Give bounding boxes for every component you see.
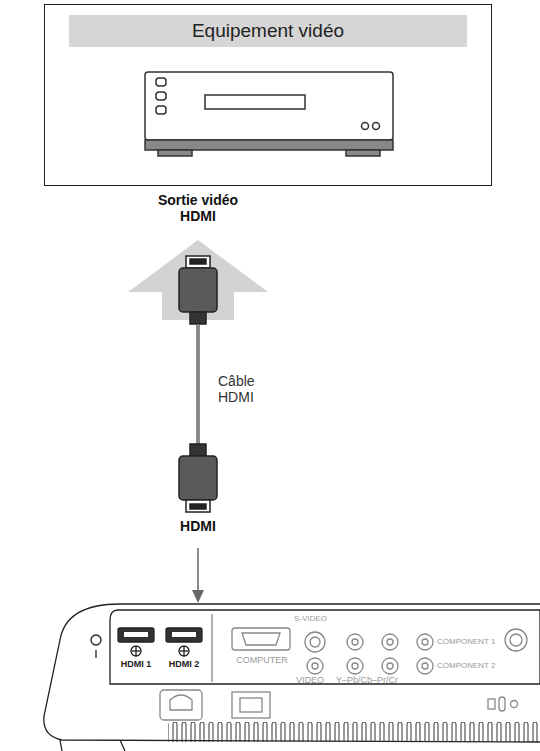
port-label: COMPUTER xyxy=(226,655,298,665)
port-label: S-VIDEO xyxy=(294,614,344,623)
port-label: VIDEO xyxy=(296,675,336,685)
port-label: COMPONENT 2 xyxy=(437,661,517,670)
port-label: HDMI 1 xyxy=(110,659,162,669)
video-device xyxy=(145,72,393,156)
port-label: Y–Pb/Cb–Pr/Cr xyxy=(336,675,432,685)
port-label: HDMI 2 xyxy=(158,659,210,669)
direction-arrow xyxy=(128,240,268,320)
device-title: Equipement vidéo xyxy=(192,20,344,42)
title-band: Equipement vidéo xyxy=(69,15,467,47)
projector xyxy=(44,604,540,751)
port-label: COMPONENT 1 xyxy=(437,637,517,646)
port-caption: Sortie vidéo HDMI xyxy=(148,192,248,224)
port-caption: HDMI xyxy=(148,518,248,534)
hdmi-cable xyxy=(179,256,217,512)
device-box: Equipement vidéo xyxy=(44,4,492,186)
cable-label: Câble HDMI xyxy=(218,373,274,405)
connect-arrow xyxy=(192,548,204,603)
